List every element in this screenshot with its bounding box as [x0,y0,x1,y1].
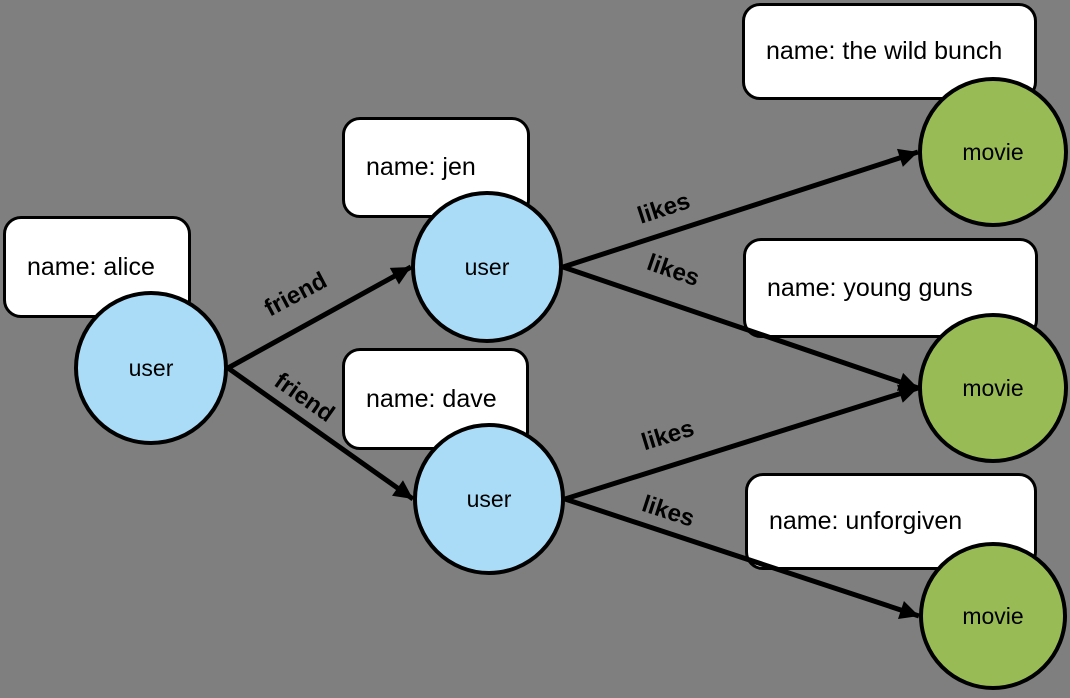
edge-label-dave-young-guns: likes [638,414,698,457]
property-box-label: name: alice [27,252,155,281]
node-jen-user: user [411,191,563,343]
node-young-guns-movie: movie [918,313,1068,463]
node-label: user [466,485,512,512]
node-dave-user: user [413,423,565,575]
node-label: movie [962,602,1024,629]
property-box-label: name: young guns [767,273,973,302]
node-unforgiven-movie: movie [919,542,1067,690]
node-label: user [464,253,510,280]
node-label: movie [962,138,1024,165]
property-box-label: name: jen [366,153,476,181]
node-label: user [128,354,174,381]
edge-label-jen-wild-bunch: likes [634,187,694,230]
edge-label-dave-unforgiven: likes [638,490,698,533]
edge-label-alice-dave: friend [269,367,340,428]
edge-label-jen-young-guns: likes [643,249,703,292]
node-alice-user: user [74,291,228,445]
node-wild-bunch-movie: movie [918,77,1068,227]
property-box-label: name: dave [366,384,497,413]
property-box-label: name: the wild bunch [766,37,1003,65]
edge-label-alice-jen: friend [259,266,332,323]
property-box-label: name: unforgiven [769,507,963,535]
node-label: movie [962,374,1024,401]
